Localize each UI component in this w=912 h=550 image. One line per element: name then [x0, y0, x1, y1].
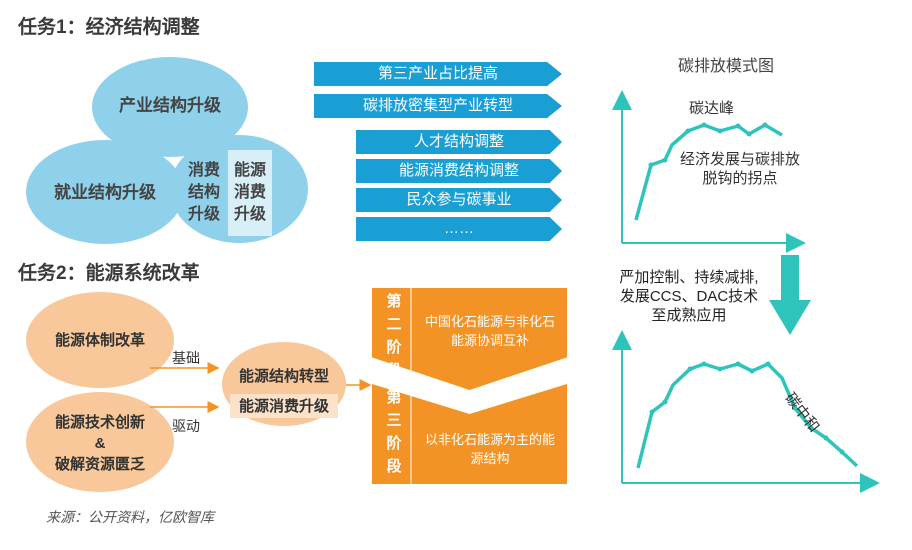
- stage2-char: 二: [386, 316, 402, 333]
- peak-label: 碳达峰: [689, 100, 735, 117]
- energy-consumption-upgrade-label: 能源 消费 升级: [228, 160, 272, 226]
- stage2-char: 第: [386, 293, 402, 310]
- stage3-text-line: 源结构: [470, 451, 510, 466]
- task2-title: 任务2：能源系统改革: [18, 263, 200, 284]
- employment-upgrade-label: 就业结构升级: [54, 183, 156, 202]
- curve-point: [749, 368, 755, 374]
- stage3-char: 段: [386, 458, 402, 475]
- energy-consumption-upgrade-label-2: 能源消费升级: [238, 398, 329, 415]
- decoupling-line: 脱钩的拐点: [702, 170, 778, 187]
- energy-system-circle: [26, 292, 174, 388]
- energy-tech-line: 能源技术创新: [54, 414, 145, 431]
- curve-point: [808, 425, 814, 431]
- energy-tech-line: 破解资源匮乏: [54, 456, 145, 473]
- source-note: 来源：公开资料，亿欧智库: [46, 509, 214, 525]
- banner-carbon-industry: 碳排放密集型产业转型: [314, 94, 562, 118]
- consumption-line: 消费: [187, 162, 220, 179]
- curve-point: [839, 449, 845, 455]
- banner-ellipsis: ……: [356, 217, 562, 241]
- employment-circle: [26, 140, 184, 244]
- curve-point: [717, 366, 723, 372]
- curve-point: [735, 361, 741, 367]
- decoupling-line: 经济发展与碳排放: [679, 151, 800, 168]
- decoupling-label: 经济发展与碳排放 脱钩的拐点: [660, 150, 820, 188]
- bottom-emission-curve: [636, 362, 859, 469]
- banner-talent: 人才结构调整: [356, 130, 562, 154]
- curve-point: [823, 435, 829, 441]
- stage3-char: 三: [386, 412, 402, 429]
- top-curve-points: [648, 122, 768, 168]
- curve-point: [685, 128, 691, 134]
- stage3-label: 第 三 阶 段: [383, 386, 405, 478]
- energy-consumption-line: 能源: [233, 162, 266, 179]
- bottom-curve-points: [649, 361, 845, 455]
- curve-point: [701, 122, 707, 128]
- basis-label: 基础: [172, 350, 200, 366]
- curve-point: [662, 399, 668, 405]
- consumption-line: 结构: [187, 184, 220, 201]
- stage2-char: 段: [386, 362, 402, 379]
- stage2-text: 中国化石能源与非化石 能源协调互补: [414, 312, 566, 350]
- stage3-char: 阶: [386, 435, 402, 452]
- banner-energy-consumption: 能源消费结构调整: [356, 159, 562, 183]
- energy-consumption-box: [228, 150, 272, 236]
- curve-point: [735, 123, 741, 129]
- energy-system-reform-label: 能源体制改革: [54, 332, 145, 349]
- action-label: 严加控制、持续减排, 发展CCS、DAC技术 至成熟应用: [606, 268, 772, 325]
- curve-point: [765, 361, 771, 367]
- energy-tech-line: &: [94, 435, 106, 452]
- energy-structure-transform-label: 能源结构转型: [238, 368, 329, 385]
- stage3-text-line: 以非化石能源为主的能: [424, 432, 555, 447]
- stage2-char: 阶: [386, 339, 402, 356]
- stage3-text: 以非化石能源为主的能 源结构: [414, 430, 566, 468]
- curve-point: [762, 122, 768, 128]
- energy-tech-circle: [26, 392, 174, 492]
- energy-consumption-line: 消费: [233, 184, 266, 201]
- curve-point: [701, 361, 707, 367]
- carbon-model-title: 碳排放模式图: [678, 58, 775, 75]
- energy-tech-label: 能源技术创新 & 破解资源匮乏: [26, 412, 174, 475]
- curve-point: [746, 131, 752, 137]
- stage2-label: 第 二 阶 段: [383, 290, 405, 382]
- stage2-text-line: 中国化石能源与非化石: [424, 314, 555, 329]
- stage3-char: 第: [386, 389, 402, 406]
- curve-point: [792, 405, 798, 411]
- curve-point: [662, 157, 668, 163]
- consumption-upgrade-label: 消费 结构 升级: [182, 160, 226, 226]
- action-line: 发展CCS、DAC技术: [619, 288, 759, 305]
- action-line: 至成熟应用: [651, 307, 727, 324]
- down-arrow: [769, 255, 811, 335]
- consumption-line: 升级: [187, 206, 220, 223]
- curve-point: [717, 128, 723, 134]
- curve-point: [649, 409, 655, 415]
- drive-label: 驱动: [172, 418, 200, 434]
- industry-upgrade-label: 产业结构升级: [119, 96, 221, 115]
- banner-tertiary-industry: 第三产业占比提高: [314, 62, 562, 86]
- stage-divider: [410, 288, 412, 484]
- curve-point: [687, 366, 693, 372]
- curve-point: [648, 162, 654, 168]
- energy-consumption-upgrade-box: [230, 394, 338, 418]
- stage2-text-line: 能源协调互补: [450, 333, 529, 348]
- banner-public-participation: 民众参与碳事业: [356, 188, 562, 212]
- task1-title: 任务1：经济结构调整: [18, 17, 200, 38]
- action-line: 严加控制、持续减排,: [619, 269, 759, 286]
- energy-consumption-line: 升级: [233, 206, 266, 223]
